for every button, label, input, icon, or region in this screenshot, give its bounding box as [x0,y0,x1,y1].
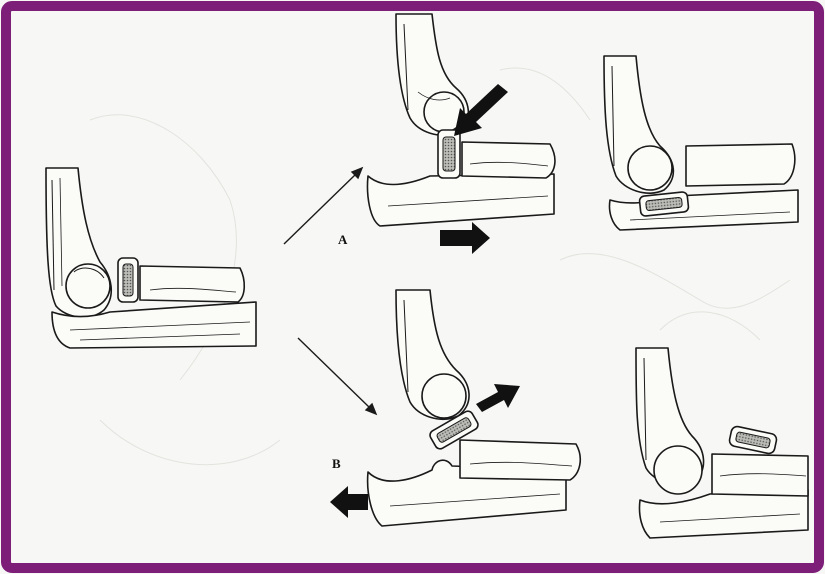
distraction-arrow-icon [476,384,520,412]
ulna-a [368,174,555,226]
elbow-a-right [604,56,798,230]
direction-arrows [284,168,376,414]
arrow-right-icon [440,222,490,254]
label-a: A [338,232,348,247]
capitellum [66,264,110,308]
label-b: B [332,456,341,471]
arrow-left-icon [330,486,368,518]
elbow-b-middle [368,290,581,526]
radius-a [462,142,555,178]
elbow-b-right [636,348,808,538]
elbow-initial [46,168,256,348]
radius [140,266,244,302]
